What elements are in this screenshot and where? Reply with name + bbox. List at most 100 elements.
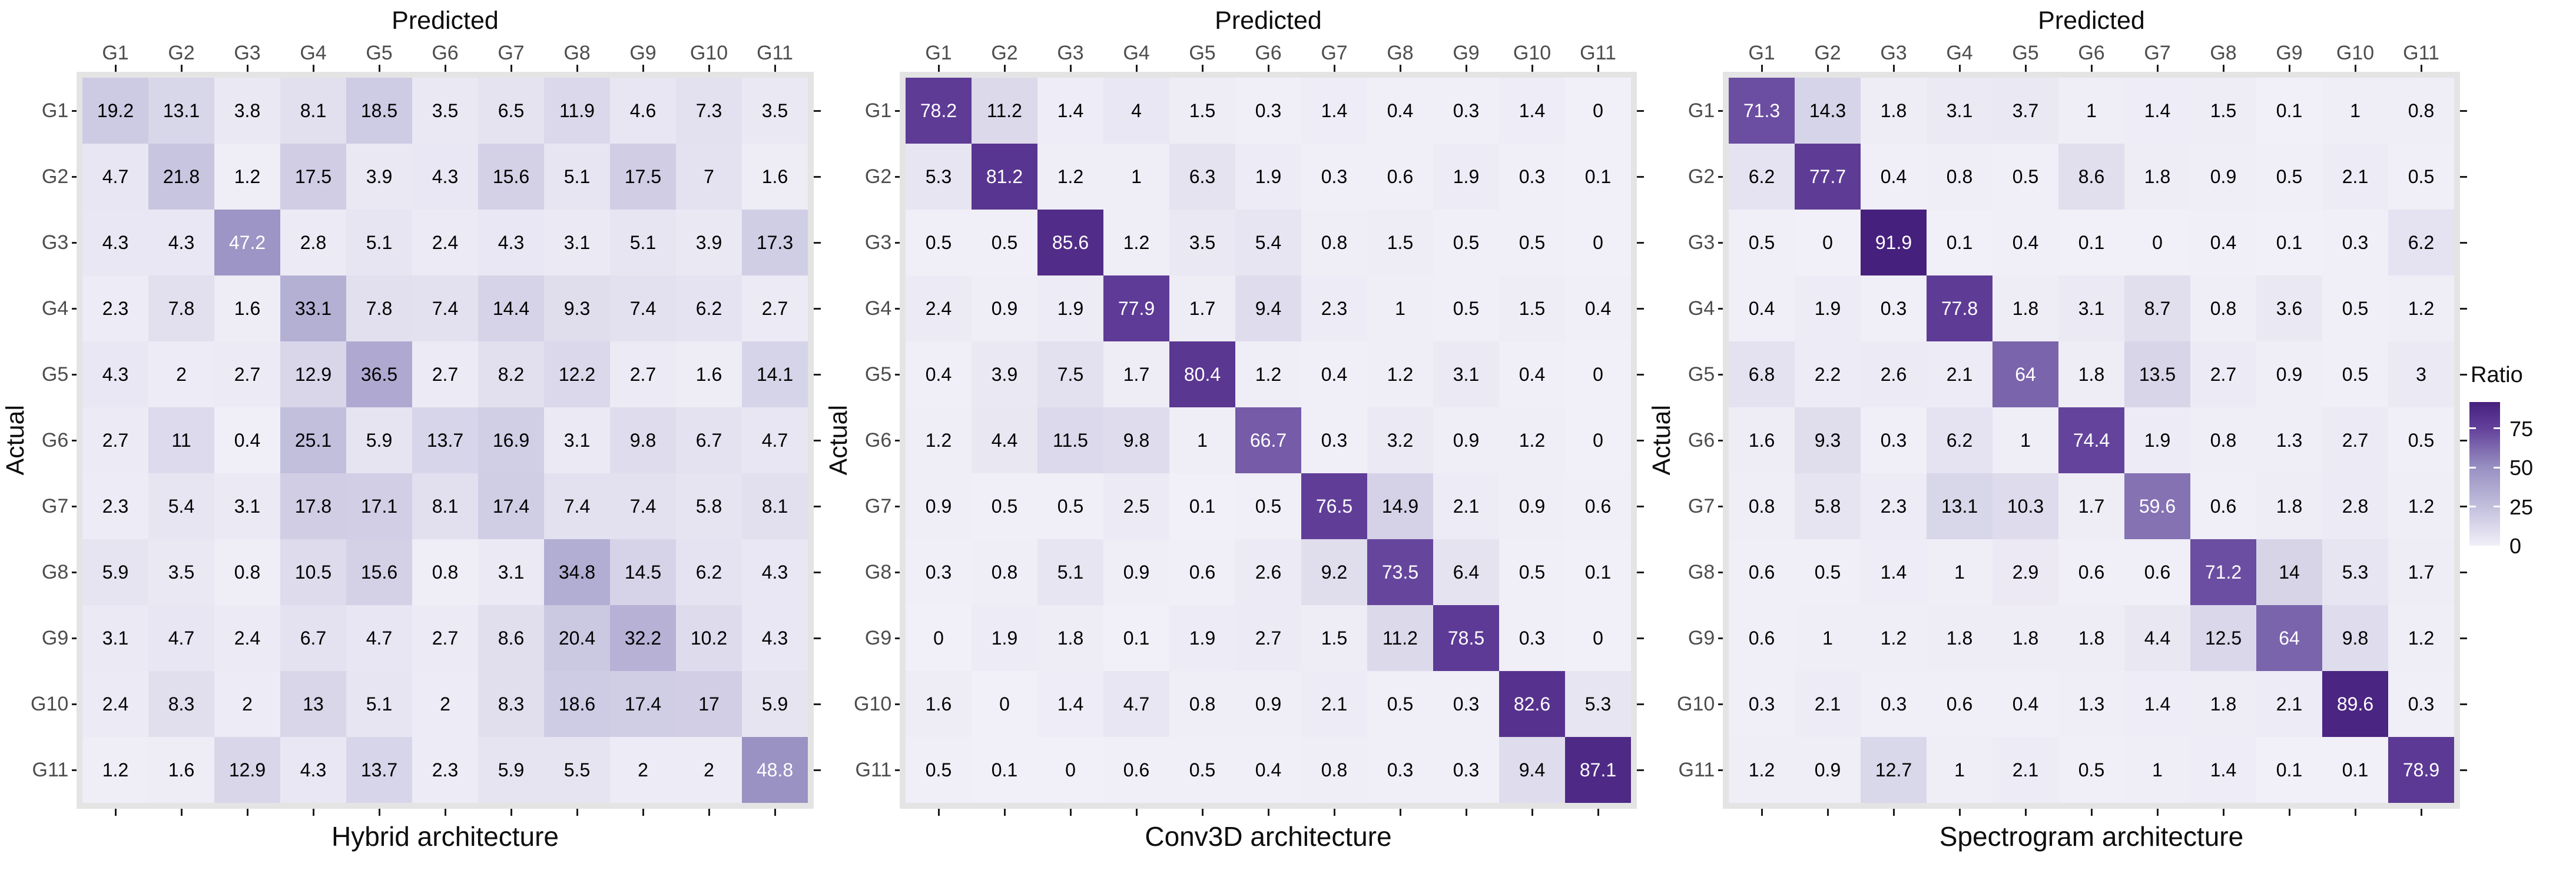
- x-axis-label-text: G10: [1513, 42, 1551, 64]
- heatmap-cell: 6.2: [676, 275, 742, 341]
- heatmap-cell: 1.6: [676, 341, 742, 407]
- axis-tick-mark: [510, 809, 512, 816]
- x-axis-label-text: G1: [925, 42, 952, 64]
- heatmap-cell: 2.1: [1992, 737, 2058, 803]
- y-axis-label: G2: [31, 144, 79, 210]
- heatmap-cell: 14: [2256, 539, 2322, 605]
- axis-tick-mark: [1135, 809, 1138, 816]
- axis-tick-mark: [72, 241, 79, 244]
- heatmap-cell: 1.6: [214, 275, 280, 341]
- heatmap-cell: 1.7: [1169, 275, 1235, 341]
- y-axis-label-text: G2: [864, 165, 892, 188]
- axis-tick-mark: [1597, 65, 1599, 72]
- heatmap-cell: 0.4: [1861, 144, 1927, 210]
- y-axis-label: G2: [854, 144, 903, 210]
- axis-tick-mark: [895, 109, 903, 112]
- heatmap-cell: 17.4: [478, 473, 544, 539]
- heatmap-cell: 0.8: [2388, 78, 2454, 144]
- heatmap-cell: 5.9: [346, 407, 412, 473]
- heatmap-cell: 12.7: [1861, 737, 1927, 803]
- axis-tick-mark: [1718, 241, 1726, 244]
- heatmap-cell: 1: [1367, 275, 1433, 341]
- heatmap-cell: 3.7: [1992, 78, 2058, 144]
- heatmap-cell: 9.8: [2322, 605, 2388, 671]
- heatmap-cell: 8.3: [148, 671, 214, 737]
- heatmap-cell: 1.2: [1037, 144, 1103, 210]
- axis-tick-mark: [444, 809, 446, 816]
- heatmap-cell: 4.4: [2124, 605, 2190, 671]
- heatmap-cell: 0.8: [1729, 473, 1795, 539]
- axis-tick-mark: [814, 703, 821, 705]
- heatmap-cell: 6.2: [1729, 144, 1795, 210]
- heatmap-cell: 1.7: [2388, 539, 2454, 605]
- heatmap-cell: 18.5: [346, 78, 412, 144]
- heatmap-cell: 32.2: [610, 605, 676, 671]
- heatmap-cell: 0.6: [1729, 605, 1795, 671]
- heatmap-cell: 2.3: [1301, 275, 1367, 341]
- axis-tick-mark: [72, 703, 79, 705]
- right-axis-ticks: [1637, 72, 1646, 809]
- y-axis-label-text: G5: [41, 363, 69, 386]
- heatmap-cell: 1.8: [2124, 144, 2190, 210]
- heatmap-cell: 0.5: [972, 210, 1037, 275]
- axis-tick-mark: [1637, 571, 1644, 573]
- heatmap-cell: 1: [1992, 407, 2058, 473]
- axis-tick-mark: [1333, 65, 1335, 72]
- heatmap-cell: 5.1: [544, 144, 610, 210]
- heatmap-cell: 12.9: [214, 737, 280, 803]
- heatmap-cell: 0.4: [2190, 210, 2256, 275]
- heatmap-cell: 48.8: [742, 737, 808, 803]
- heatmap-cell: 14.5: [610, 539, 676, 605]
- heatmap-cell: 2.7: [2190, 341, 2256, 407]
- heatmap-cell: 15.6: [478, 144, 544, 210]
- heatmap-cell: 1.8: [1927, 605, 1992, 671]
- heatmap-cell: 5.8: [1795, 473, 1861, 539]
- heatmap-cell: 11.5: [1037, 407, 1103, 473]
- heatmap-cell: 0.4: [1499, 341, 1565, 407]
- heatmap-cell: 0.5: [1729, 210, 1795, 275]
- y-axis-label: G1: [1677, 78, 1726, 144]
- heatmap-cell: 2.7: [610, 341, 676, 407]
- x-axis-label-text: G6: [432, 42, 459, 64]
- axis-tick-mark: [1637, 769, 1644, 771]
- heatmap-cell: 0.3: [906, 539, 972, 605]
- x-axis-label-text: G10: [689, 42, 728, 64]
- x-axis-label: G10: [676, 38, 742, 72]
- heatmap-cell: 64: [1992, 341, 2058, 407]
- y-axis-label: G5: [1677, 341, 1726, 407]
- y-axis-label-text: G11: [1678, 758, 1715, 781]
- heatmap-cell: 1: [2058, 78, 2124, 144]
- x-axis-label-text: G7: [2144, 42, 2171, 64]
- heatmap-cell: 3.1: [544, 407, 610, 473]
- heatmap-cell: 3.1: [2058, 275, 2124, 341]
- axis-tick-mark: [2090, 65, 2093, 72]
- axis-tick-mark: [1637, 637, 1644, 639]
- axis-tick-mark: [72, 307, 79, 310]
- legend-tick-mark: [2494, 427, 2500, 430]
- heatmap-cell: 6.3: [1169, 144, 1235, 210]
- heatmap-cell: 1.7: [2058, 473, 2124, 539]
- heatmap-cell: 0.5: [1992, 144, 2058, 210]
- y-axis-label-text: G10: [1677, 692, 1715, 715]
- heatmap-cell: 0.3: [1235, 78, 1301, 144]
- axis-tick-mark: [2024, 809, 2027, 816]
- axis-tick-mark: [1958, 809, 1961, 816]
- heatmap-cell: 7.8: [148, 275, 214, 341]
- heatmap-cell: 0.5: [1433, 210, 1499, 275]
- axis-tick-mark: [1465, 809, 1467, 816]
- heatmap-cell: 0.9: [1499, 473, 1565, 539]
- heatmap-cell: 0.1: [972, 737, 1037, 803]
- x-axis-label-text: G10: [2336, 42, 2375, 64]
- axis-tick-mark: [708, 809, 710, 816]
- axis-tick-mark: [708, 65, 710, 72]
- heatmap-cell: 0.4: [1992, 671, 2058, 737]
- heatmap-cell: 3.8: [214, 78, 280, 144]
- heatmap-cell: 2.3: [82, 473, 148, 539]
- heatmap-cell: 5.9: [82, 539, 148, 605]
- axis-tick-mark: [1003, 65, 1006, 72]
- heatmap-cell: 0.5: [1795, 539, 1861, 605]
- heatmap-cell: 4.7: [148, 605, 214, 671]
- heatmap-cell: 2.7: [1235, 605, 1301, 671]
